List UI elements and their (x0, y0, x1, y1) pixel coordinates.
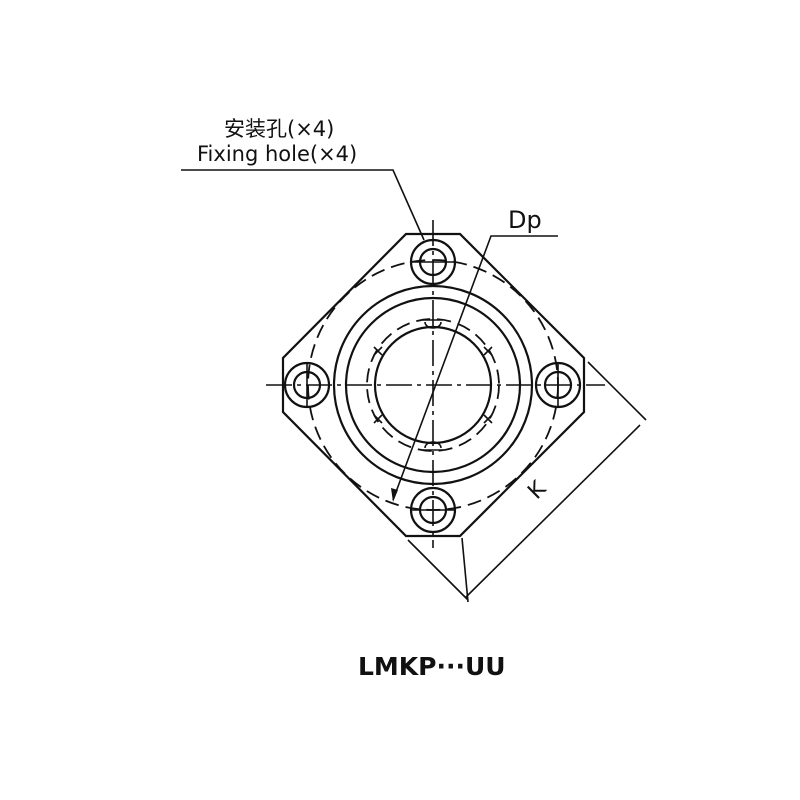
fixing-hole-leader (181, 169, 425, 241)
model-label: LMKP···UU (358, 652, 506, 681)
fixing-hole-label-cn: 安装孔(×4) (224, 117, 335, 141)
dp-arrow (391, 488, 398, 502)
dp-leader (392, 235, 558, 501)
k-dimension (407, 361, 647, 603)
ball-track-marks (373, 319, 493, 451)
fixing-hole-label-en: Fixing hole(×4) (197, 142, 358, 166)
flange-outline (281, 232, 586, 538)
hole-crosshairs (306, 261, 559, 511)
dp-label: Dp (508, 206, 542, 234)
